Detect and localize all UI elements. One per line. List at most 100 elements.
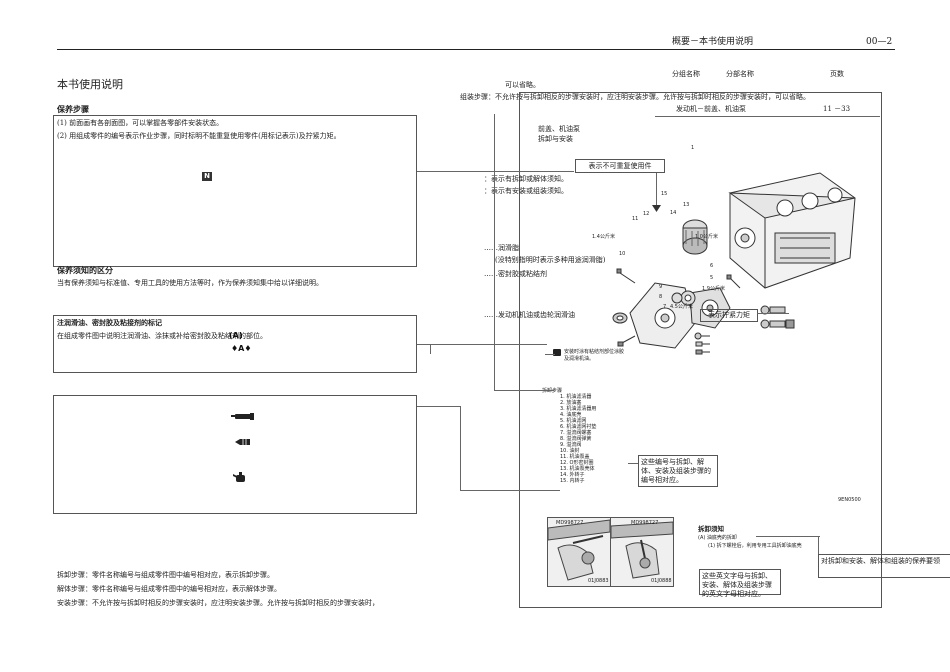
maintenance-step-1: (1) 前面画有各剖面图，可以掌握各零部件安装状态。 <box>57 119 224 127</box>
photo-code-4: 01J0888 <box>651 578 672 584</box>
leader-line-right-note <box>756 536 820 537</box>
notes-body: 当有保养须知与标准值、专用工具的使用方法等时，作为保养须知集中给以详细说明。 <box>57 279 323 287</box>
part-number-5: 5 <box>710 275 714 281</box>
header-rule <box>57 49 895 50</box>
leader-line-lubricant <box>417 344 547 345</box>
leader-line-removal-v <box>494 114 495 390</box>
page-ref-pages: 11 －33 <box>823 105 851 113</box>
callout-engine-oil: ……发动机机油或齿轮润滑油 <box>484 311 575 319</box>
footer-line-disassembly: 解体步骤：零件名称编号与组成零件图中的编号相对应，表示解体步骤。 <box>57 585 281 593</box>
removal-step-item: 4. 油底壳 <box>560 412 582 418</box>
footer-line-installation: 安装步骤：不允许按与拆卸时相反的步骤安装时，应注明安装步骤。允许按与拆卸时相反的… <box>57 599 379 607</box>
photo-code-1: MD998727 <box>556 520 584 526</box>
removal-notice-heading: 拆卸须知 <box>698 525 724 533</box>
part-number-14: 14 <box>670 210 677 216</box>
non-reusable-label: 表示不可重复使用件 <box>575 159 665 173</box>
notes-heading: 保养须知的区分 <box>57 266 113 275</box>
number-note-text: 这些编号与拆卸、解体、安装及组装步骤的编号相对应。 <box>641 458 711 484</box>
figure-code: 9EN0500 <box>838 497 861 503</box>
lubricant-heading: 注润滑油、密封胶及粘接剂的标记 <box>57 319 162 327</box>
removal-step-item: 9. 溢流阀 <box>560 442 582 448</box>
non-reusable-pointer-arrow-icon <box>652 205 661 212</box>
part-number-9: 9 <box>659 284 663 290</box>
torque-label: 表示拧紧力矩 <box>700 309 758 322</box>
leader-line-non-reusable <box>417 171 574 172</box>
non-reusable-pointer <box>656 173 657 209</box>
removal-step-item: 3. 机油滤清器用 <box>560 406 597 412</box>
leader-line-steps-bottom <box>460 490 560 491</box>
leader-line-right-note-v <box>818 536 819 554</box>
leader-line-torque <box>757 313 789 314</box>
part-number-8: 8 <box>659 294 663 300</box>
right-edge-note: 对拆卸和安装、解体和组装的保养要领 <box>818 554 950 578</box>
non-reusable-mark: N <box>202 172 212 181</box>
part-number-11: 11 <box>632 216 639 222</box>
torque-spec-4: 4.5公斤米 <box>670 304 693 310</box>
number-note: 这些编号与拆卸、解体、安装及组装步骤的编号相对应。 <box>638 455 718 487</box>
page-ref-title: 发动机－前盖、机油泵 <box>676 105 746 113</box>
callout-grease-note: (没特别指明时表示多种用途润滑脂) <box>495 256 606 264</box>
removal-step-item: 8. 溢流阀弹簧 <box>560 436 592 442</box>
torque-spec-3: 1.9公斤米 <box>702 286 725 292</box>
col-label-subgroup: 分部名称 <box>726 70 754 78</box>
service-photo-left: MD998727 01J0883 <box>547 517 611 587</box>
removal-step-item: 1. 机油滤清器 <box>560 394 592 400</box>
callout-install: ：表示有安装或组装须知。 <box>484 187 568 195</box>
diagram-title-line1: 前盖、机油泵 <box>538 125 580 133</box>
lubricant-box: 注润滑油、密封胶及粘接剂的标记 在组成零件图中说明注润滑油、涂抹或补给密封胶及粘… <box>53 315 417 373</box>
right-edge-note-text: 对拆卸和安装、解体和组装的保养要领 <box>821 557 940 565</box>
diagram-title-line2: 拆卸与安装 <box>538 135 573 143</box>
oil-service-icon: (A) <box>229 331 243 340</box>
removal-step-item: 12. O形密封圈 <box>560 460 594 466</box>
diagram-frame: 发动机－前盖、机油泵 11 －33 前盖、机油泵 拆卸与安装 表示不可重复使用件 <box>519 92 882 608</box>
maintenance-steps-heading: 保养步骤 <box>57 105 89 114</box>
part-number-1: 1 <box>691 145 695 151</box>
sealant-note: 安装时涂有粘结剂部位涂胶及润滑机油。 <box>564 349 625 362</box>
part-number-12: 12 <box>643 211 650 217</box>
footer-line-removal: 拆卸步骤：零件名称编号与组成零件图中编号相对应，表示拆卸步骤。 <box>57 571 274 579</box>
page-ref-rule <box>655 116 880 117</box>
maintenance-steps-box: (1) 前面画有各剖面图，可以掌握各零部件安装状态。 (2) 用组成零件的编号表… <box>53 115 417 267</box>
removal-step-item: 6. 机油滤网衬垫 <box>560 424 597 430</box>
symbols-box <box>53 395 417 514</box>
engine-exploded-view <box>612 172 856 355</box>
part-number-7: 7 <box>663 304 667 310</box>
header-title: 概要－本书使用说明 <box>672 37 754 47</box>
removal-step-item: 14. 外转子 <box>560 472 585 478</box>
letter-note-text: 这些英文字母与拆卸、安装、解体及组装步骤的英文字母相对应。 <box>702 572 772 598</box>
removal-notice-detail: (1) 拆下螺栓后，利用专用工具拆卸油底壳 <box>708 543 802 549</box>
leader-line-removal-h <box>494 390 554 391</box>
lubricant-body: 在组成零件图中说明注润滑油、涂抹或补给密封胶及粘结剂的部位。 <box>57 332 267 340</box>
page-title: 本书使用说明 <box>57 78 123 91</box>
torque-spec-1: 1.4公斤米 <box>592 234 615 240</box>
removal-step-item: 13. 机油泵壳体 <box>560 466 595 472</box>
part-number-10: 10 <box>619 251 626 257</box>
removal-steps-heading: 拆卸步骤 <box>542 388 563 394</box>
leader-line-steps-top <box>417 406 460 407</box>
part-number-13: 13 <box>683 202 690 208</box>
col-label-group: 分组名称 <box>672 70 700 78</box>
removal-step-item: 2. 放油塞 <box>560 400 582 406</box>
sealant-tube-icon <box>235 431 251 445</box>
install-note: 组装步骤：不允许按与拆卸相反的步骤安装时，应注明安装步骤。允许按与拆卸时相反的步… <box>460 93 810 101</box>
removal-step-item: 5. 机油滤网 <box>560 418 587 424</box>
removal-step-item: 11. 机油泵盖 <box>560 454 590 460</box>
removal-notice-item: (A) 油底壳的拆卸 <box>698 535 737 541</box>
part-number-6: 6 <box>710 263 714 269</box>
photo-code-3: 01J0883 <box>588 578 609 584</box>
photo-code-2: MD998727 <box>631 520 659 526</box>
letter-note: 这些英文字母与拆卸、安装、解体及组装步骤的英文字母相对应。 <box>699 569 781 598</box>
header-page-number: 00—2 <box>866 37 893 47</box>
callout-sealant: ……密封胶或粘结剂 <box>484 270 547 278</box>
leader-line-steps-v <box>460 406 461 490</box>
grease-gun-icon <box>231 406 255 420</box>
callout-grease: ……润滑脂 <box>484 244 519 252</box>
torque-spec-2: 1.0公斤米 <box>695 234 718 240</box>
removal-step-item: 10. 油封 <box>560 448 580 454</box>
number-note-connector <box>628 463 638 464</box>
col-label-pages: 页数 <box>830 70 844 78</box>
sealant-note-icon <box>553 349 561 356</box>
sealant-mark-icon: ♦A♦ <box>231 344 252 353</box>
part-number-15: 15 <box>661 191 668 197</box>
oil-can-icon <box>233 468 247 482</box>
